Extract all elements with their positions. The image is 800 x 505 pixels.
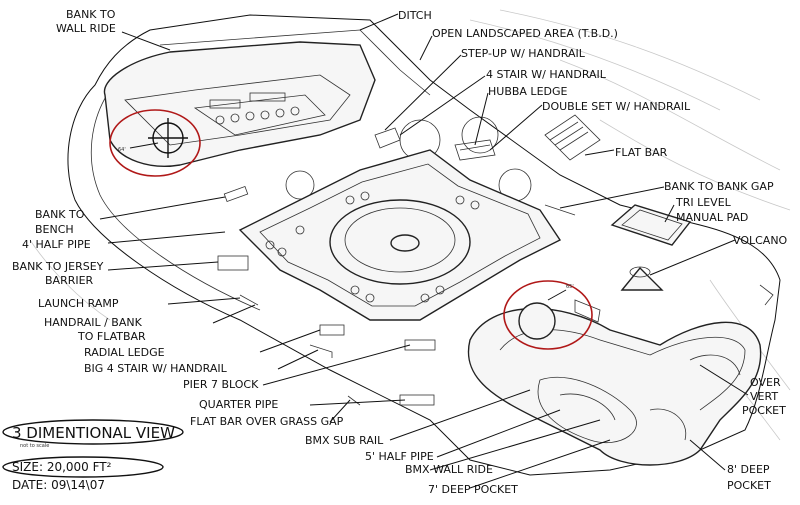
label-7-deep-pocket: 7' DEEP POCKET — [428, 483, 518, 496]
right-marker-label: 65' — [566, 284, 574, 290]
label-quarter-pipe: QUARTER PIPE — [199, 398, 278, 411]
park-outline — [67, 14, 781, 476]
park-size: SIZE: 20,000 FT² — [12, 460, 112, 474]
label-launch-ramp: LAUNCH RAMP — [38, 297, 119, 310]
drawing-title: 3 DIMENTIONAL VIEW — [12, 424, 175, 442]
label-bank-to-bench-1: BANK TO — [35, 208, 85, 221]
label-4-stair: 4 STAIR W/ HANDRAIL — [486, 68, 607, 81]
label-handrail-bank-2: TO FLATBAR — [77, 330, 146, 343]
drawing-date: DATE: 09\14\07 — [12, 478, 105, 492]
label-step-up: STEP-UP W/ HANDRAIL — [461, 47, 586, 60]
label-flat-bar: FLAT BAR — [615, 146, 668, 159]
label-bmx-wall-ride: BMX WALL RIDE — [405, 463, 493, 476]
title-block: 3 DIMENTIONAL VIEW not to scale SIZE: 20… — [2, 419, 184, 492]
highlight-right: 65' — [503, 280, 593, 350]
label-big-4-stair: BIG 4 STAIR W/ HANDRAIL — [84, 362, 228, 375]
drawing-scale-note: not to scale — [20, 443, 49, 449]
label-radial-ledge: RADIAL LEDGE — [84, 346, 165, 359]
label-pier-7-block: PIER 7 BLOCK — [183, 378, 259, 391]
bowl-complex — [467, 299, 762, 466]
labels: BANK TO WALL RIDE DITCH OPEN LANDSCAPED … — [12, 8, 788, 496]
label-handrail-bank-1: HANDRAIL / BANK — [44, 316, 143, 329]
label-4-half-pipe: 4' HALF PIPE — [22, 238, 91, 251]
label-8-deep-1: 8' DEEP — [727, 463, 770, 476]
label-open-landscaped-area: OPEN LANDSCAPED AREA (T.B.D.) — [432, 27, 618, 40]
label-ditch: DITCH — [398, 9, 432, 22]
label-5-half-pipe: 5' HALF PIPE — [365, 450, 434, 463]
label-over-vert-3: POCKET — [742, 404, 786, 417]
central-plaza — [238, 149, 562, 321]
size-ellipse — [2, 456, 164, 478]
label-bank-to-jersey-1: BANK TO JERSEY — [12, 260, 104, 273]
label-bank-to-bank-gap: BANK TO BANK GAP — [664, 180, 774, 193]
title-ellipse — [2, 419, 184, 445]
label-double-set: DOUBLE SET W/ HANDRAIL — [542, 100, 691, 113]
label-8-deep-2: POCKET — [727, 479, 771, 492]
label-over-vert-2: VERT — [750, 390, 778, 403]
obstacles-left — [217, 185, 436, 406]
label-bank-to-wall-ride-1: BANK TO — [66, 8, 116, 21]
highlight-left: 64' — [109, 109, 201, 177]
volcano — [620, 266, 664, 291]
label-bank-to-bench-2: BENCH — [35, 223, 74, 236]
label-hubba-ledge: HUBBA LEDGE — [488, 85, 568, 98]
stairs-top — [374, 114, 601, 216]
edge-feature — [759, 284, 774, 306]
manual-pad — [610, 204, 692, 246]
label-volcano: VOLCANO — [733, 234, 788, 247]
label-bank-to-jersey-2: BARRIER — [45, 274, 94, 287]
label-tri-level-2: MANUAL PAD — [676, 211, 748, 224]
label-flat-bar-over-grass: FLAT BAR OVER GRASS GAP — [190, 415, 344, 428]
left-marker-label: 64' — [118, 147, 126, 153]
upper-bank-area — [103, 41, 376, 167]
label-over-vert-1: OVER — [750, 376, 781, 389]
leader-lines — [99, 13, 749, 489]
label-bank-to-wall-ride-2: WALL RIDE — [56, 22, 116, 35]
label-tri-level-1: TRI LEVEL — [675, 196, 732, 209]
label-bmx-sub-rail: BMX SUB RAIL — [305, 434, 384, 447]
